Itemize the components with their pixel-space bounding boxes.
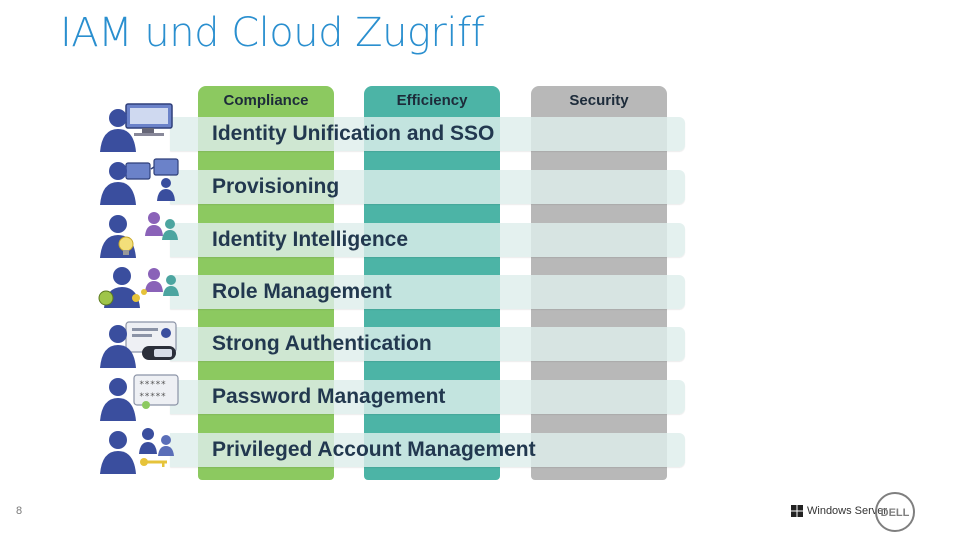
svg-text:*****: ***** xyxy=(139,380,166,390)
column-header-security: Security xyxy=(569,92,629,109)
column-header-efficiency: Efficiency xyxy=(396,92,468,109)
windows-server-logo: Windows Server xyxy=(791,505,887,517)
row-band-privileged-account-management: Privileged Account Management xyxy=(170,433,685,467)
user-monitor-icon xyxy=(100,103,173,152)
user-provisioning-icon xyxy=(100,158,179,205)
svg-text:*****: ***** xyxy=(139,392,166,402)
row-band-strong-authentication: Strong Authentication xyxy=(170,327,685,361)
user-lightbulb-icon xyxy=(100,212,178,258)
slide-title: IAM und Cloud Zugriff xyxy=(60,10,485,56)
row-band-identity-unification: Identity Unification and SSO xyxy=(170,117,685,151)
user-token-icon xyxy=(100,321,177,368)
dell-logo: DELL xyxy=(875,492,915,532)
row-label: Strong Authentication xyxy=(212,332,432,355)
column-header-compliance: Compliance xyxy=(223,92,309,109)
row-band-password-management: Password Management xyxy=(170,380,685,414)
row-label: Role Management xyxy=(212,280,392,303)
user-roles-icon xyxy=(98,267,179,308)
row-label: Provisioning xyxy=(212,175,340,198)
row-band-role-management: Role Management xyxy=(170,275,685,309)
windows-server-label: Windows Server xyxy=(807,505,888,517)
row-band-identity-intelligence: Identity Intelligence xyxy=(170,223,685,257)
user-privileged-key-icon xyxy=(100,428,174,474)
dell-label: DELL xyxy=(881,507,910,519)
row-label: Privileged Account Management xyxy=(212,438,536,461)
row-label: Password Management xyxy=(212,385,446,408)
page-number: 8 xyxy=(16,505,23,517)
windows-icon xyxy=(791,505,803,517)
row-band-provisioning: Provisioning xyxy=(170,170,685,204)
user-password-icon: ***** ***** xyxy=(100,374,179,421)
row-label: Identity Unification and SSO xyxy=(212,122,495,145)
row-label: Identity Intelligence xyxy=(212,228,409,251)
